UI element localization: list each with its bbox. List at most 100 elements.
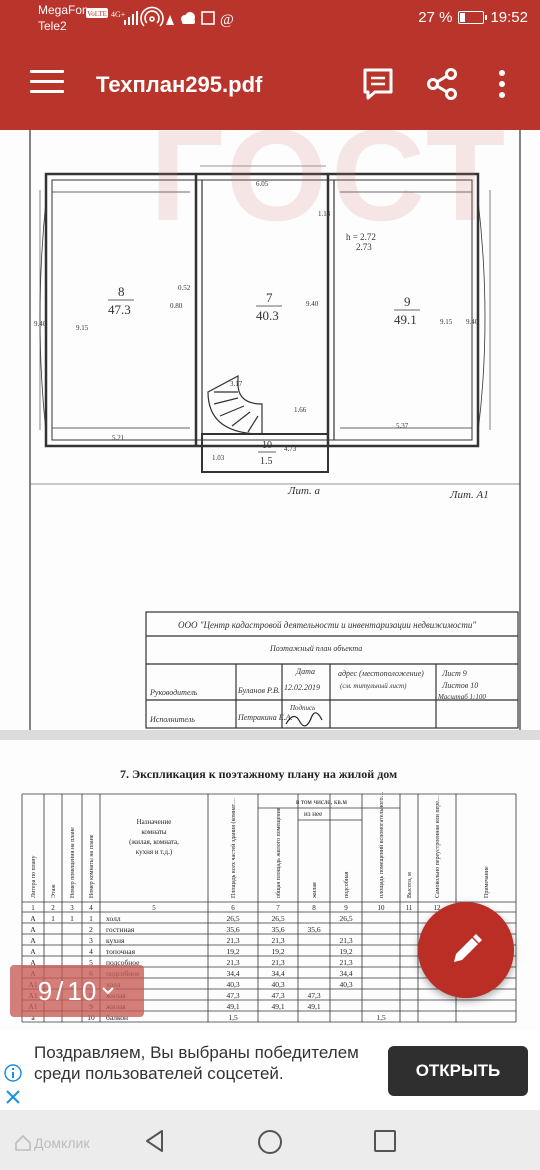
- info-icon[interactable]: [4, 1064, 22, 1082]
- table-cell: 2: [89, 925, 93, 934]
- title-sheets: Листов 10: [441, 681, 478, 690]
- dim-width-top: 6.05: [256, 180, 269, 188]
- table-cell: А: [30, 958, 36, 967]
- ad-text: Поздравляем, Вы выбраны победителем сред…: [34, 1043, 359, 1083]
- page-counter[interactable]: 9 / 10: [10, 965, 144, 1017]
- table-header-cell: кухня и т.д.): [136, 848, 173, 856]
- pencil-icon: [454, 934, 482, 962]
- dim-317: 3.17: [230, 380, 243, 388]
- table-cell: 19,2: [339, 947, 352, 956]
- dim-080: 0.80: [170, 302, 183, 310]
- table-header-cell: Примечание: [484, 866, 490, 898]
- table-cell: 26,5: [226, 914, 239, 923]
- table-cell: 3: [89, 936, 93, 945]
- table-col-number: 7: [276, 904, 280, 912]
- table-cell: 47,3: [271, 991, 284, 1000]
- status-icons: VoLTE 4G+ @: [86, 6, 234, 28]
- table-cell: А: [30, 914, 36, 923]
- edit-fab-button[interactable]: [418, 902, 514, 998]
- room-10-number: 10: [262, 440, 272, 451]
- table-cell: 40,3: [226, 980, 239, 989]
- table-header-cell: площадь помещений вспомогательного…: [378, 791, 385, 898]
- table-cell: 49,1: [271, 1002, 284, 1011]
- dim-521: 5.21: [112, 434, 125, 442]
- table-col-number: 12: [434, 904, 442, 912]
- title-sign-label: Подпись: [289, 704, 315, 712]
- table-header-cell: Площадь всех частей здания (комнат…: [230, 798, 237, 898]
- volte-badge: [86, 8, 108, 18]
- table-header-cell: Назначение: [137, 818, 172, 826]
- document-title: Техплан295.pdf: [96, 72, 263, 97]
- share-icon[interactable]: [424, 66, 460, 102]
- table-header-cell: комнаты: [141, 828, 167, 836]
- table-cell: 1: [89, 914, 93, 923]
- page-separator: [0, 730, 540, 740]
- pdf-page-9[interactable]: ГОСТ: [0, 130, 540, 730]
- table-col-number: 9: [344, 904, 348, 912]
- battery-percent: 27 %: [418, 9, 453, 26]
- battery-icon: [458, 11, 488, 24]
- signature-graphic: [285, 712, 323, 727]
- dim-940-left: 9.40: [34, 320, 47, 328]
- operator-secondary: Tele2: [38, 19, 67, 33]
- table-cell: 35,6: [226, 925, 239, 934]
- page-current: 9: [37, 975, 53, 1006]
- notification-square-icon: [201, 11, 215, 25]
- table-header-cell: Литера по плану: [31, 855, 37, 898]
- room-7-area: 40.3: [256, 308, 279, 323]
- table-cell: А: [30, 947, 36, 956]
- table-header-cell: общая площадь жилого помещения: [275, 807, 282, 898]
- table-group-header: в том числе, кв.м: [296, 798, 347, 806]
- table-header-cell: Высота, м: [407, 872, 413, 898]
- close-icon[interactable]: [4, 1088, 22, 1106]
- dim-473: 4.73: [284, 445, 297, 453]
- table-cell: 21,3: [226, 958, 239, 967]
- dim-small-top: 1.13: [318, 210, 331, 218]
- title-org: ООО "Центр кадастровой деятельности и ин…: [178, 620, 476, 630]
- height-label-2: 2.73: [356, 242, 372, 252]
- title-scale: Масштаб 1:100: [437, 693, 486, 701]
- status-right: 27 % 19:52: [418, 9, 528, 26]
- title-date-label: Дата: [295, 667, 315, 676]
- table-header-cell: Номер помещения на плане: [70, 827, 76, 898]
- ad-open-button[interactable]: ОТКРЫТЬ: [388, 1046, 528, 1096]
- table-header-cell: жилая: [312, 882, 318, 899]
- more-vert-icon[interactable]: [484, 66, 520, 102]
- room-8-number: 8: [118, 284, 125, 299]
- signal-icon: [124, 11, 138, 25]
- table-cell: 21,3: [339, 936, 352, 945]
- menu-icon[interactable]: [30, 70, 64, 96]
- table-cell: 47,3: [226, 991, 239, 1000]
- table-cell: 1: [70, 914, 74, 923]
- table-col-number: 4: [89, 904, 93, 912]
- home-icon[interactable]: [256, 1128, 284, 1156]
- table-cell: А: [30, 936, 36, 945]
- room-7-number: 7: [266, 290, 273, 305]
- watermark-graphic: ГОСТ: [150, 130, 510, 248]
- table-header-cell: (жилая, комната,: [129, 838, 179, 846]
- ad-banner[interactable]: Поздравляем, Вы выбраны победителем сред…: [0, 1030, 540, 1110]
- table-cell: 34,4: [271, 969, 284, 978]
- table-cell: 1,5: [376, 1013, 386, 1022]
- table-cell: 21,3: [271, 958, 284, 967]
- recents-icon[interactable]: [372, 1128, 398, 1154]
- table-cell: 26,5: [271, 914, 284, 923]
- back-icon[interactable]: [142, 1128, 168, 1154]
- table-cell: балкон: [106, 1013, 128, 1022]
- table-cell: 19,2: [271, 947, 284, 956]
- table-cell: 21,3: [271, 936, 284, 945]
- table-cell: 35,6: [307, 925, 320, 934]
- app-bar: Техплан295.pdf: [0, 36, 540, 130]
- title-name-head: Буланов Р.В.: [237, 686, 280, 695]
- dim-940-mid: 9.40: [306, 300, 319, 308]
- network-type: 4G+: [111, 10, 126, 19]
- dim-537: 5.37: [396, 422, 409, 430]
- table-cell: 49,1: [307, 1002, 320, 1011]
- table-header-cell: подсобная: [343, 871, 350, 898]
- title-plan-name: Поэтажный план объекта: [269, 644, 362, 653]
- dim-166: 1.66: [294, 406, 307, 414]
- table-col-number: 11: [406, 904, 413, 912]
- comment-icon[interactable]: [360, 66, 396, 102]
- title-date: 12.02.2019: [284, 683, 320, 692]
- wifi-hotspot-icon: [140, 6, 164, 27]
